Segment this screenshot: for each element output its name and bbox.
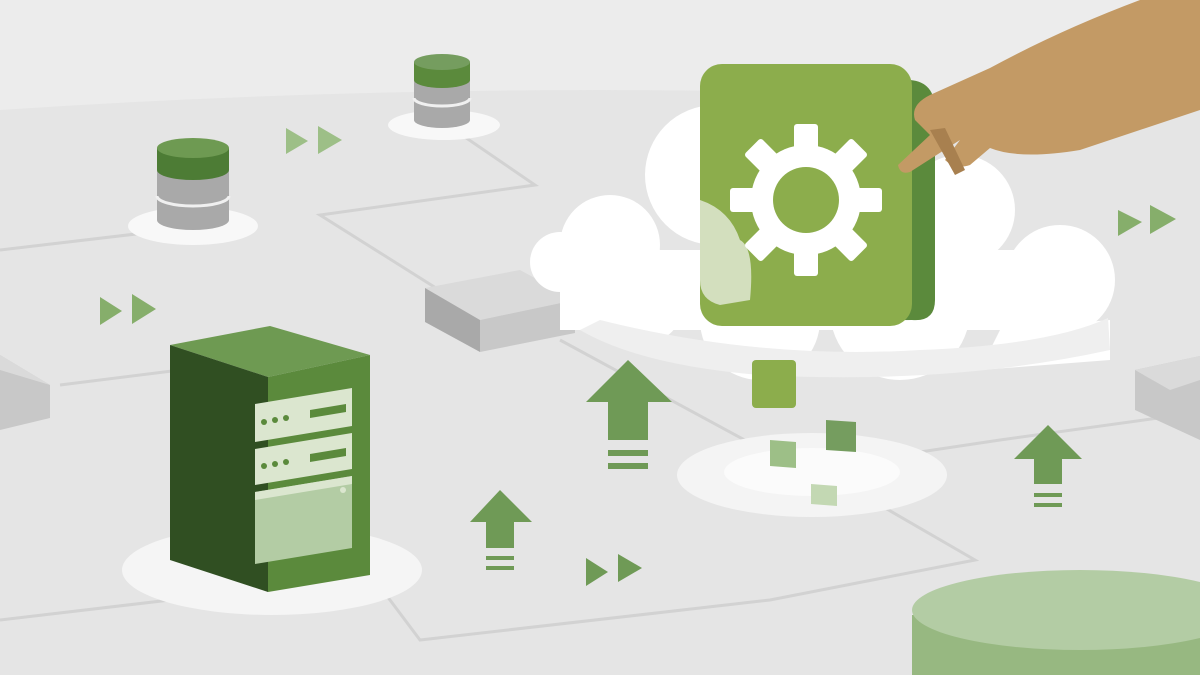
network-switch-icon: [425, 270, 575, 352]
fast-forward-icon: [100, 294, 156, 325]
gear-icon: [730, 124, 882, 276]
fast-forward-icon: [1118, 205, 1176, 236]
network-switch-icon: [0, 355, 50, 430]
up-arrow-icon: [470, 490, 532, 570]
pad-packets-inner: [724, 448, 900, 496]
data-packet-icon: [770, 440, 796, 468]
network-paths: [0, 118, 1181, 642]
fast-forward-icon: [586, 554, 642, 586]
fast-forward-icon: [286, 126, 342, 154]
hand-icon: [898, 0, 1200, 173]
data-packet-icon: [826, 420, 856, 452]
tile-stem: [752, 360, 796, 408]
data-packet-icon: [811, 484, 837, 506]
server-rack-icon: [170, 326, 370, 592]
up-arrow-icon: [586, 360, 672, 469]
cloud-shadow: [580, 318, 1110, 378]
up-arrow-icon: [1014, 425, 1082, 507]
database-icon: [155, 138, 231, 230]
database-icon: [912, 570, 1200, 675]
network-switch-icon: [1135, 356, 1200, 440]
hand-shadow: [930, 128, 965, 175]
database-icon: [412, 54, 472, 128]
